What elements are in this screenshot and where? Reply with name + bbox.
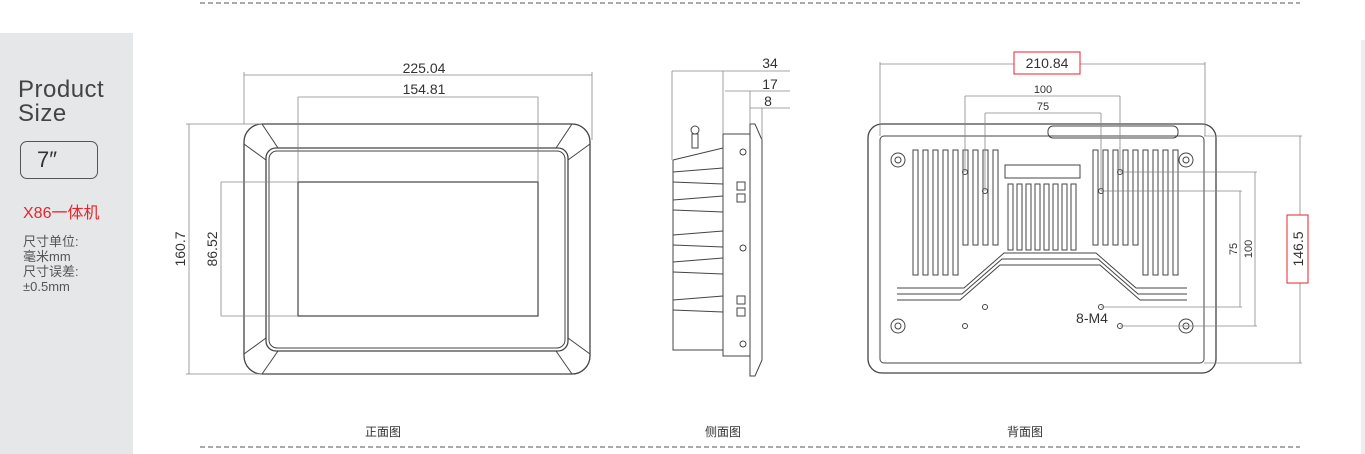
back-fin [1172,149,1179,276]
side-view: 34 17 8 侧面图 [671,55,790,439]
model-label: X86一体机 [23,205,100,222]
front-screen-height-dim: 86.52 [204,231,220,266]
back-fin [922,149,929,276]
back-fin [992,149,999,246]
width-highlight-box [1013,51,1081,75]
right-edge-strip [1361,40,1365,454]
back-width-dim: 210.84 [1026,55,1069,71]
back-fin [1132,149,1139,246]
product-size-title: Product Size [18,78,104,126]
title-line-2: Size [18,100,67,127]
screen-size-badge: 7″ [20,141,98,179]
back-view: 210.84 146.5 100 75 75 100 8-M4 背面图 [867,51,1309,439]
vesa-horizontal-75: 75 [1037,101,1049,113]
back-fin [1007,183,1014,251]
screw-label: 8-M4 [1076,310,1108,326]
side-depth-mid-dim: 17 [762,76,778,92]
title-line-1: Product [18,76,105,103]
back-fin [912,149,919,276]
units-info: 尺寸单位: 毫米mm 尺寸误差: ±0.5mm [23,234,79,294]
side-fin [672,195,724,213]
unit-label: 尺寸单位: [23,234,79,249]
vesa-horizontal-100: 100 [1034,84,1052,96]
front-view-caption: 正面图 [365,425,401,439]
side-fin [672,230,724,248]
vesa-vertical-100: 100 [1243,240,1255,258]
back-fin [1102,149,1109,246]
front-view: 225.04 154.81 160.7 86.52 正面图 [172,60,593,439]
back-height-dim: 146.5 [1290,231,1306,266]
back-fin [1142,149,1149,276]
back-fin [982,149,989,246]
side-fin [672,257,724,275]
back-fin [1025,183,1032,251]
back-fin [1052,183,1059,251]
back-fin [1061,183,1068,251]
front-screen-width-dim: 154.81 [403,81,446,97]
back-fin [962,149,969,246]
back-fin [932,149,939,276]
back-fin [1034,183,1041,251]
back-fin [1043,183,1050,251]
back-fin [1122,149,1129,246]
back-fin [1152,149,1159,276]
back-fin [1162,149,1169,276]
back-fin [952,149,959,276]
back-fin [1112,149,1119,246]
back-fin [1070,183,1077,251]
side-fin [672,295,724,313]
back-fin [942,149,949,276]
vesa-vertical-75: 75 [1228,243,1240,255]
tolerance-value: ±0.5mm [23,279,70,294]
side-view-caption: 侧面图 [705,425,741,439]
front-width-dim: 225.04 [403,60,446,76]
height-highlight-box [1286,214,1309,284]
sidebar-panel: Product Size 7″ X86一体机 尺寸单位: 毫米mm 尺寸误差: … [0,33,133,454]
back-fin [1016,183,1023,251]
front-height-dim: 160.7 [172,231,188,266]
back-fin [1092,149,1099,246]
tolerance-label: 尺寸误差: [23,264,79,279]
unit-value: 毫米mm [23,249,71,264]
back-fin [972,149,979,246]
side-fin [672,167,724,185]
side-depth-total-dim: 34 [762,55,778,71]
side-depth-front-dim: 8 [764,93,772,109]
back-view-caption: 背面图 [1007,425,1043,439]
